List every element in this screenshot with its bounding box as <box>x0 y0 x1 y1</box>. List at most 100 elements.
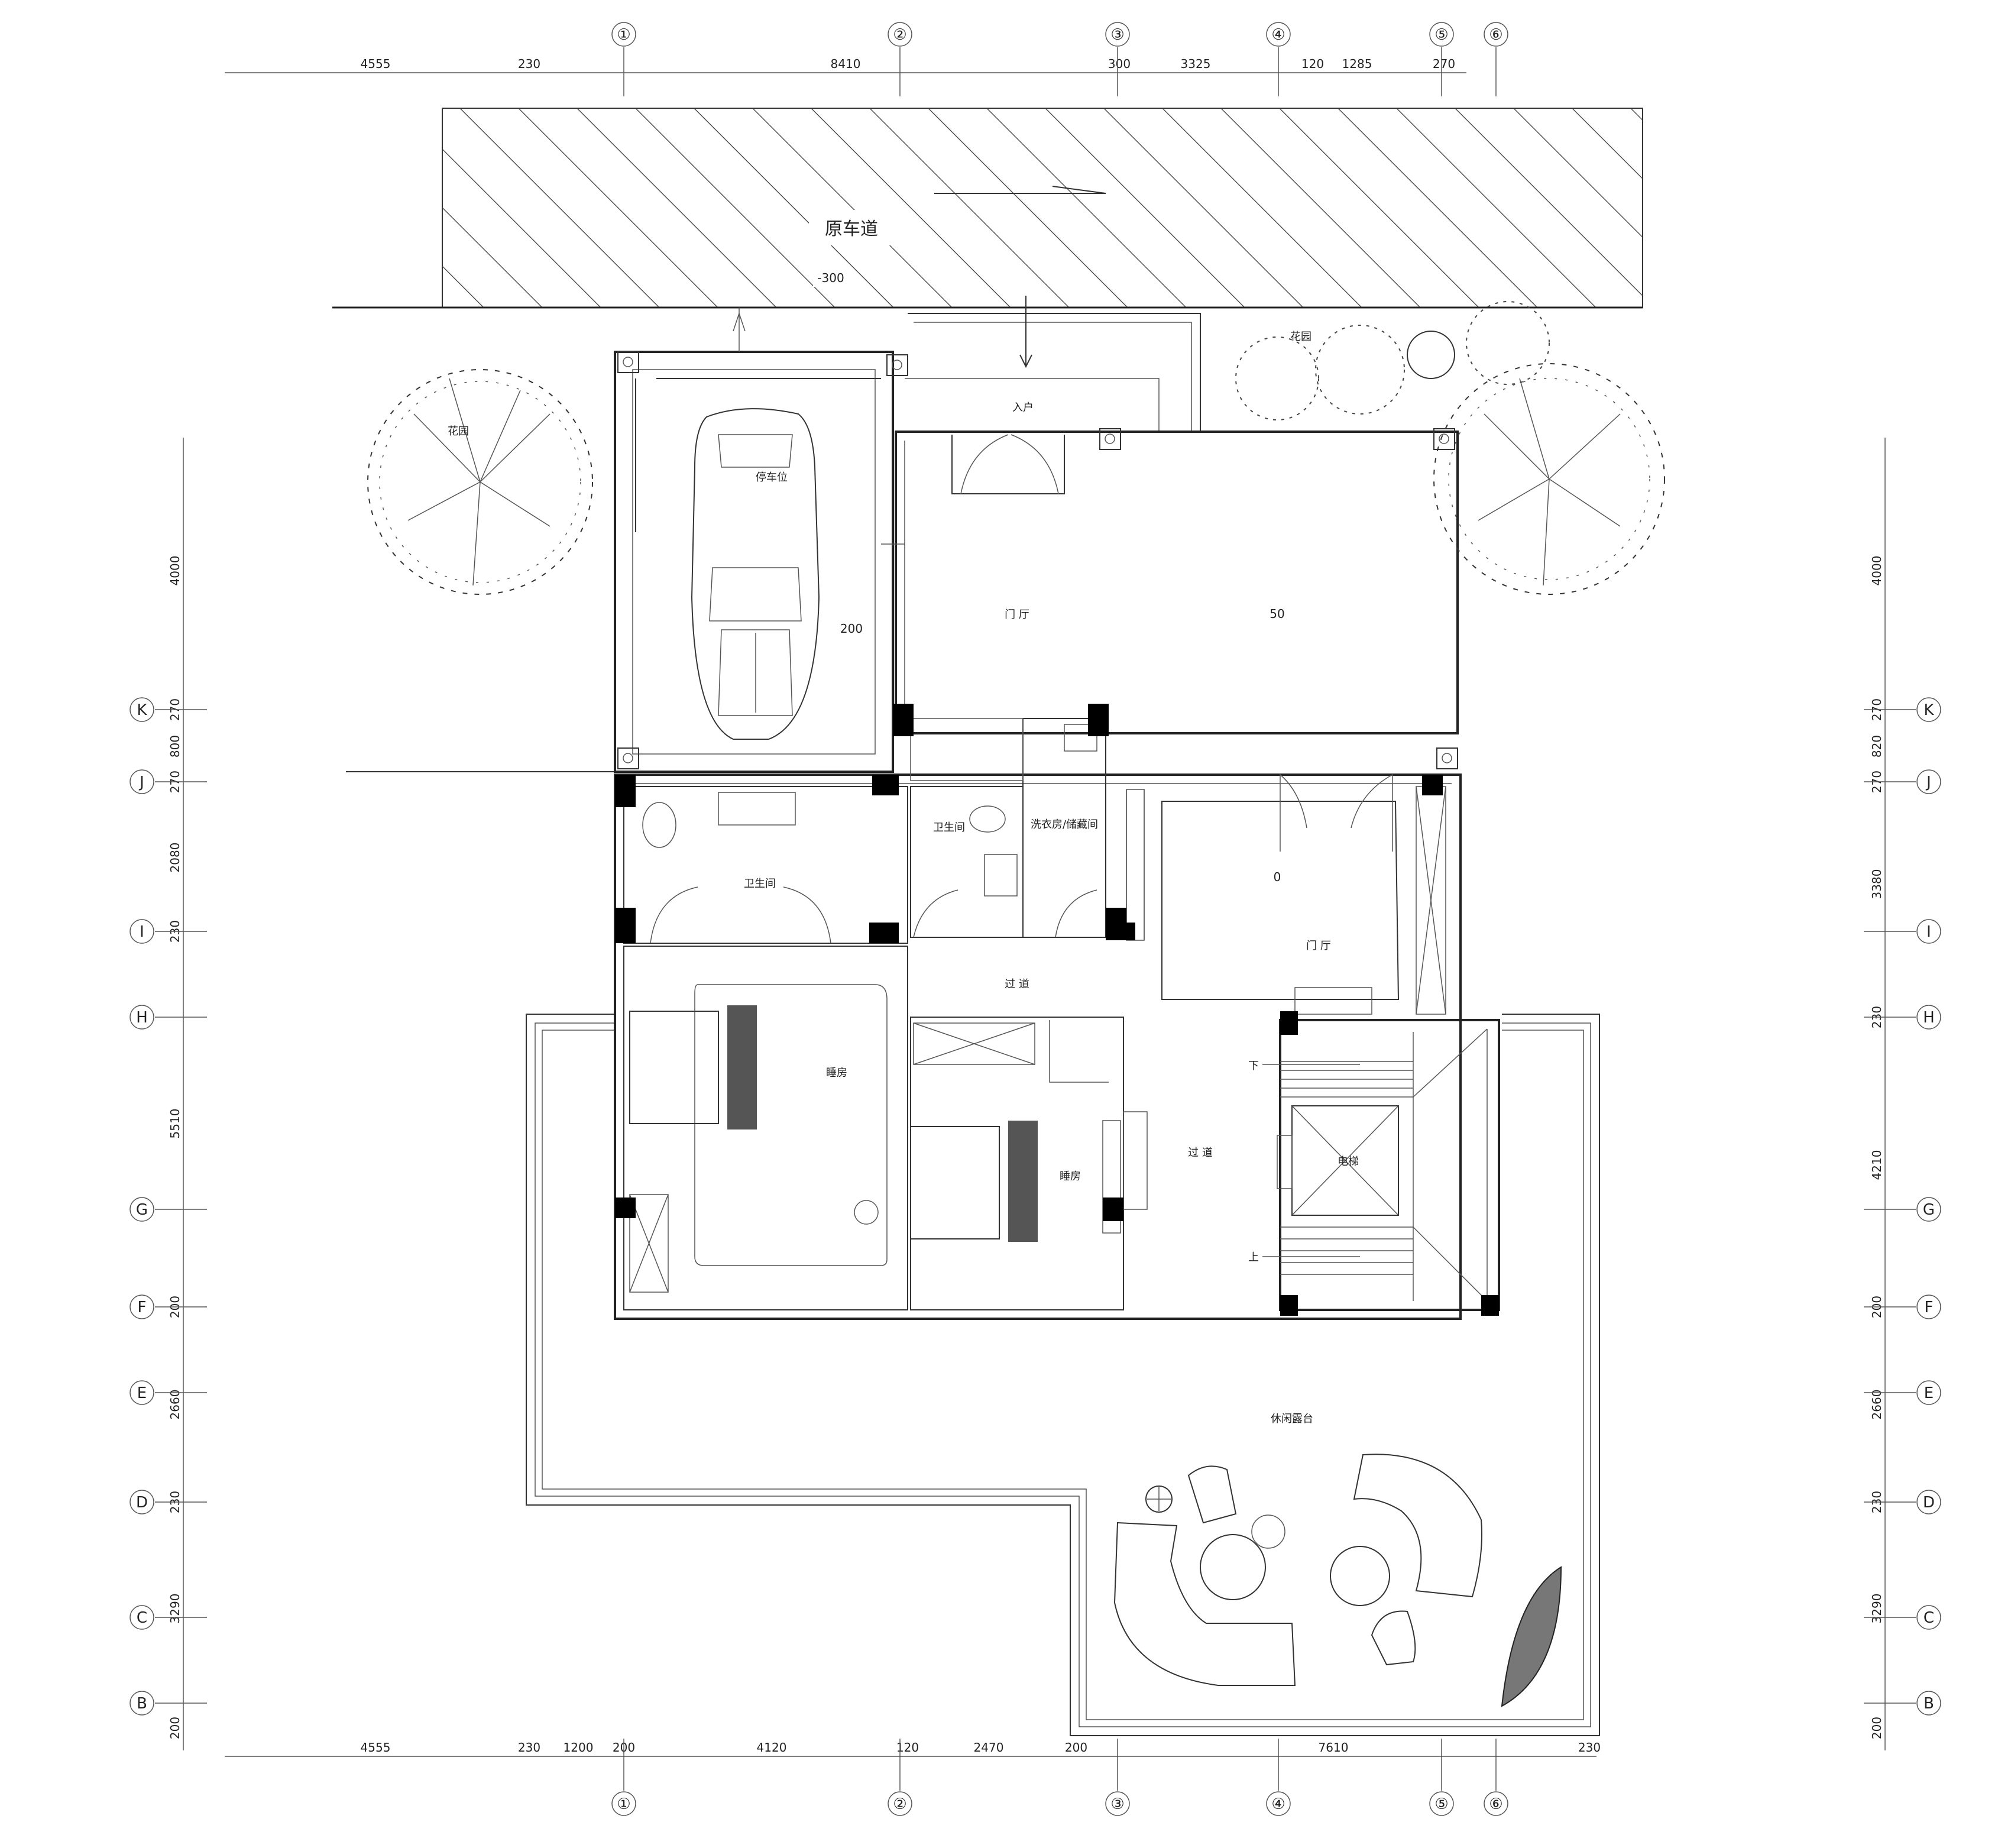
corridor-lower-label: 过 道 <box>1188 1147 1213 1159</box>
table-icon <box>1200 1534 1266 1600</box>
dim-top-6: 120 <box>1301 57 1324 71</box>
foyer-lower-label: 门 厅 <box>1306 940 1331 952</box>
axis-row-i-right: I <box>1926 923 1931 941</box>
columns <box>615 704 1499 1316</box>
elevator-label: 电梯 <box>1338 1156 1359 1168</box>
axis-col-1-top: ① <box>617 26 630 44</box>
bath-mid-label: 卫生间 <box>933 821 965 834</box>
dim-bottom-10: 230 <box>1578 1740 1601 1755</box>
axis-row-h-left: H <box>136 1009 148 1027</box>
stair-down-label: 下 <box>1248 1060 1259 1072</box>
axis-col-6-bottom: ⑥ <box>1489 1795 1502 1813</box>
boat-icon <box>1501 1566 1562 1707</box>
driveway-label: 原车道 <box>825 219 878 240</box>
dim-left-12: 200 <box>168 1717 182 1739</box>
left-dimensions: 4000 270 800 270 2080 230 5510 200 2660 … <box>168 556 182 1740</box>
right-dimensions: 4000 270 820 270 3380 230 4210 200 2660 … <box>1870 556 1884 1740</box>
dim-left-9: 2660 <box>168 1390 182 1420</box>
axis-col-4-top: ④ <box>1271 26 1285 44</box>
pillars <box>617 351 1458 769</box>
tree-right-icon <box>1433 363 1665 595</box>
dim-right-9: 2660 <box>1870 1390 1884 1420</box>
entrance-walk: 入户 <box>905 296 1201 494</box>
axis-row-b-right: B <box>1923 1695 1934 1713</box>
shrubs-icon: 花园 <box>1235 301 1550 420</box>
axis-col-3-bottom: ③ <box>1110 1795 1124 1813</box>
foyer-lower-level: 0 <box>1274 870 1281 884</box>
axis-col-6-top: ⑥ <box>1489 26 1502 44</box>
dim-left-11: 3290 <box>168 1594 182 1624</box>
dim-bottom-5: 4120 <box>757 1740 787 1755</box>
axis-row-j-left: J <box>138 773 144 791</box>
dim-top-5: 3325 <box>1181 57 1211 71</box>
foyer-upper: 门 厅 50 <box>881 431 1459 734</box>
garden-label-top: 花园 <box>1290 331 1311 343</box>
dim-left-1: 4000 <box>168 556 182 586</box>
bottom-dimensions: 4555 230 1200 200 4120 120 2470 200 7610… <box>361 1740 1601 1755</box>
tree-left-icon: 花园 <box>367 369 593 595</box>
axis-col-2-bottom: ② <box>893 1795 906 1813</box>
axis-row-f-right: F <box>1925 1299 1934 1316</box>
dim-top-7: 1285 <box>1342 57 1372 71</box>
axis-col-5-bottom: ⑤ <box>1434 1795 1448 1813</box>
dim-bottom-2: 230 <box>518 1740 540 1755</box>
terrace-label: 休闲露台 <box>1271 1413 1313 1425</box>
axis-row-g-left: G <box>136 1201 148 1219</box>
axis-row-e-right: E <box>1924 1384 1934 1402</box>
dim-left-7: 5510 <box>168 1109 182 1139</box>
dim-right-1: 4000 <box>1870 556 1884 586</box>
axis-row-d-right: D <box>1923 1494 1935 1512</box>
house-walls: 卫生间 卫生间 洗衣房/储藏间 过 道 0 门 厅 <box>614 718 1462 1320</box>
axis-row-c-right: C <box>1923 1609 1934 1627</box>
garage: 停车位 200 <box>614 308 894 773</box>
bath-left-label: 卫生间 <box>744 878 776 890</box>
dim-bottom-8: 200 <box>1065 1740 1087 1755</box>
dim-right-5: 3380 <box>1870 869 1884 899</box>
dim-right-12: 200 <box>1870 1717 1884 1739</box>
table-icon-2 <box>1330 1546 1390 1606</box>
driveway-level: -300 <box>817 271 844 285</box>
axis-col-3-top: ③ <box>1110 26 1124 44</box>
laundry-label: 洗衣房/储藏间 <box>1031 818 1098 831</box>
axis-col-4-bottom: ④ <box>1271 1795 1285 1813</box>
dim-top-8: 270 <box>1433 57 1455 71</box>
parking-label: 停车位 <box>756 471 788 484</box>
row-axes: K J I H G F E D C B K J I H G F E D C B <box>129 697 1941 1716</box>
garden-label-left: 花园 <box>448 425 469 438</box>
axis-row-g-right: G <box>1923 1201 1935 1219</box>
axis-row-j-right: J <box>1925 773 1931 791</box>
bedroom-mid-label: 睡房 <box>1060 1170 1081 1183</box>
dim-bottom-1: 4555 <box>361 1740 391 1755</box>
chair-icon <box>1187 1465 1237 1524</box>
terrace-outline <box>526 1014 1600 1736</box>
corridor-upper-label: 过 道 <box>1005 978 1029 991</box>
dim-top-1: 4555 <box>361 57 391 71</box>
axis-row-i-left: I <box>140 923 144 941</box>
dim-left-5: 2080 <box>168 843 182 873</box>
chair-icon-2 <box>1371 1610 1416 1666</box>
driveway: 原车道 -300 <box>442 108 1643 308</box>
axis-row-e-left: E <box>137 1384 147 1402</box>
axis-row-d-left: D <box>136 1494 148 1512</box>
axis-row-h-right: H <box>1923 1009 1935 1027</box>
sofa-icon <box>1113 1454 1482 1686</box>
axis-row-f-left: F <box>138 1299 147 1316</box>
dim-top-3: 8410 <box>831 57 861 71</box>
entrance-label: 入户 <box>1012 402 1034 414</box>
axis-row-k-left: K <box>137 701 147 719</box>
dim-bottom-7: 2470 <box>974 1740 1004 1755</box>
dim-top-2: 230 <box>518 57 540 71</box>
dim-left-3: 800 <box>168 735 182 758</box>
top-dimensions: 4555 230 8410 300 3325 120 1285 270 <box>361 57 1456 71</box>
bedroom-left-label: 睡房 <box>826 1067 847 1079</box>
axis-col-1-bottom: ① <box>617 1795 630 1813</box>
dimension-lines <box>183 72 1886 1757</box>
stair-elevator: 电梯 下 上 <box>1248 1019 1500 1311</box>
terrace-furniture: 休闲露台 <box>1113 1413 1562 1707</box>
dim-right-7: 4210 <box>1870 1150 1884 1180</box>
foyer-upper-label: 门 厅 <box>1005 609 1029 621</box>
dim-right-3: 820 <box>1870 735 1884 758</box>
axis-row-c-left: C <box>137 1609 147 1627</box>
axis-col-2-top: ② <box>893 26 906 44</box>
